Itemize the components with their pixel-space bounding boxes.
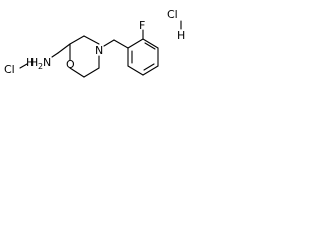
hcl-right-cl-label: Cl <box>167 8 178 21</box>
fluoro-label: F <box>139 19 145 32</box>
ring-bond-c6-c5 <box>83 67 100 78</box>
benzyl-ch2-to-ring-bond <box>113 39 129 49</box>
hcl-left-group: Cl H <box>4 56 34 76</box>
benzene-bond-1 <box>127 38 144 49</box>
benzene-double-bond-a <box>144 42 156 50</box>
benzene-ring <box>127 38 159 76</box>
hcl-left-h-label: H <box>26 56 34 69</box>
n-to-benzyl-ch2-bond <box>103 39 115 47</box>
benzene-double-bond-b <box>143 63 155 71</box>
benzene-bond-5 <box>127 65 144 76</box>
amine-to-ch2-bond <box>51 52 59 58</box>
ring-nitrogen-label: N <box>95 44 103 57</box>
ring-oxygen-label: O <box>66 58 75 71</box>
ring-bond-o1-c6 <box>69 67 85 78</box>
amine-subscript-label: 2 <box>38 62 43 71</box>
benzene-bond-2 <box>142 38 159 49</box>
amine-n-label: N <box>43 56 51 69</box>
amine-group: H 2 N <box>30 56 51 71</box>
ch2-to-ring-bond <box>57 43 71 54</box>
hcl-right-h-label: H <box>177 29 185 42</box>
amine-h-label: H <box>30 56 38 69</box>
hcl-right-group: Cl H <box>167 8 185 42</box>
chemical-structure: Cl H H 2 N O N F C <box>4 8 185 78</box>
hcl-left-bond <box>19 63 28 69</box>
morpholine-ring: O N <box>66 35 103 78</box>
hcl-left-cl-label: Cl <box>4 63 15 76</box>
ring-bond-c3-n4 <box>83 35 100 45</box>
benzene-bond-4 <box>142 65 159 76</box>
ring-bond-c2-c3 <box>69 35 85 45</box>
